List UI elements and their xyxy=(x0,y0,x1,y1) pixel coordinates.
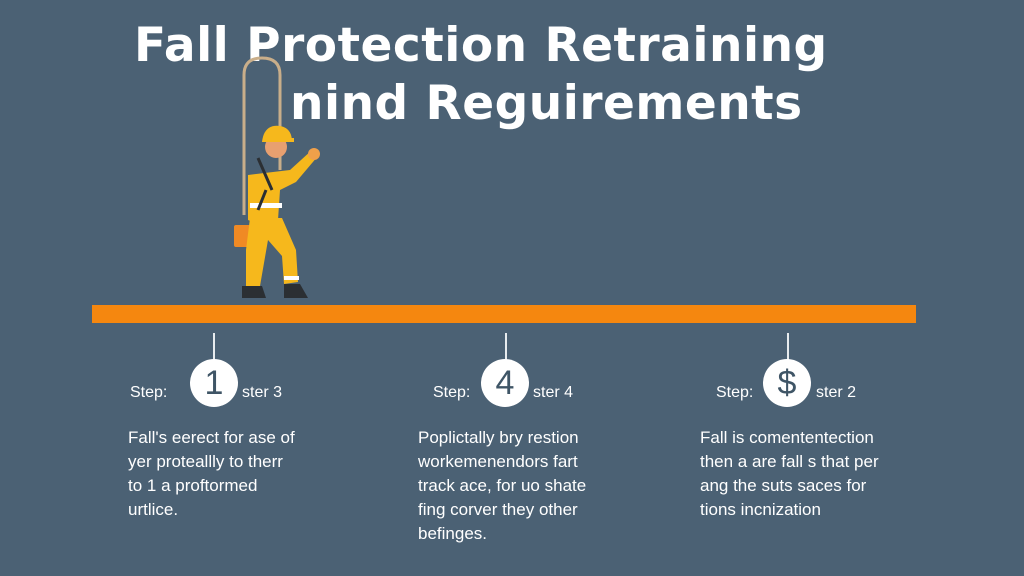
step-connector xyxy=(505,333,507,361)
title-line-2: nind Reguirements xyxy=(290,76,803,131)
step-badge: 1 xyxy=(190,359,238,407)
desc-line: yer proteallly to therr xyxy=(128,452,283,471)
desc-line: workemenendors fart xyxy=(418,452,578,471)
desc-line: ang the suts saces for xyxy=(700,476,867,495)
desc-line: urtlice. xyxy=(128,500,179,519)
desc-line: Poplictally bry restion xyxy=(418,428,579,447)
step-suffix: ster 2 xyxy=(816,384,857,401)
desc-line: Fall is comententection xyxy=(700,428,874,447)
title-line-1: Fall Protection Retraining xyxy=(134,18,828,73)
step-suffix: ster 4 xyxy=(533,384,574,401)
desc-line: Fall's eerect for ase of xyxy=(128,428,295,447)
hard-hat xyxy=(262,125,292,142)
step-connector xyxy=(213,333,215,361)
step-label: Step: xyxy=(130,384,168,401)
desc-line: track ace, for uo shate xyxy=(418,476,587,495)
step-description: Fall's eerect for ase of yer proteallly … xyxy=(128,426,295,522)
desc-line: then a are fall s that per xyxy=(700,452,879,471)
step-label: Step: xyxy=(716,384,754,401)
worker-illustration xyxy=(234,56,320,298)
step-badge: $ xyxy=(763,359,811,407)
desc-line: to 1 a proftormed xyxy=(128,476,258,495)
desc-line: tions incnization xyxy=(700,500,821,519)
step-label: Step: xyxy=(433,384,471,401)
step-description: Poplictally bry restion workemenendors f… xyxy=(418,426,586,546)
desc-line: fing corver they other xyxy=(418,500,578,519)
step-suffix: ster 3 xyxy=(242,384,283,401)
step-description: Fall is comententection then a are fall … xyxy=(700,426,879,522)
lifeline-rope xyxy=(242,56,282,215)
timeline-bar xyxy=(92,305,916,323)
step-badge: 4 xyxy=(481,359,529,407)
desc-line: befinges. xyxy=(418,524,487,543)
step-connector xyxy=(787,333,789,361)
